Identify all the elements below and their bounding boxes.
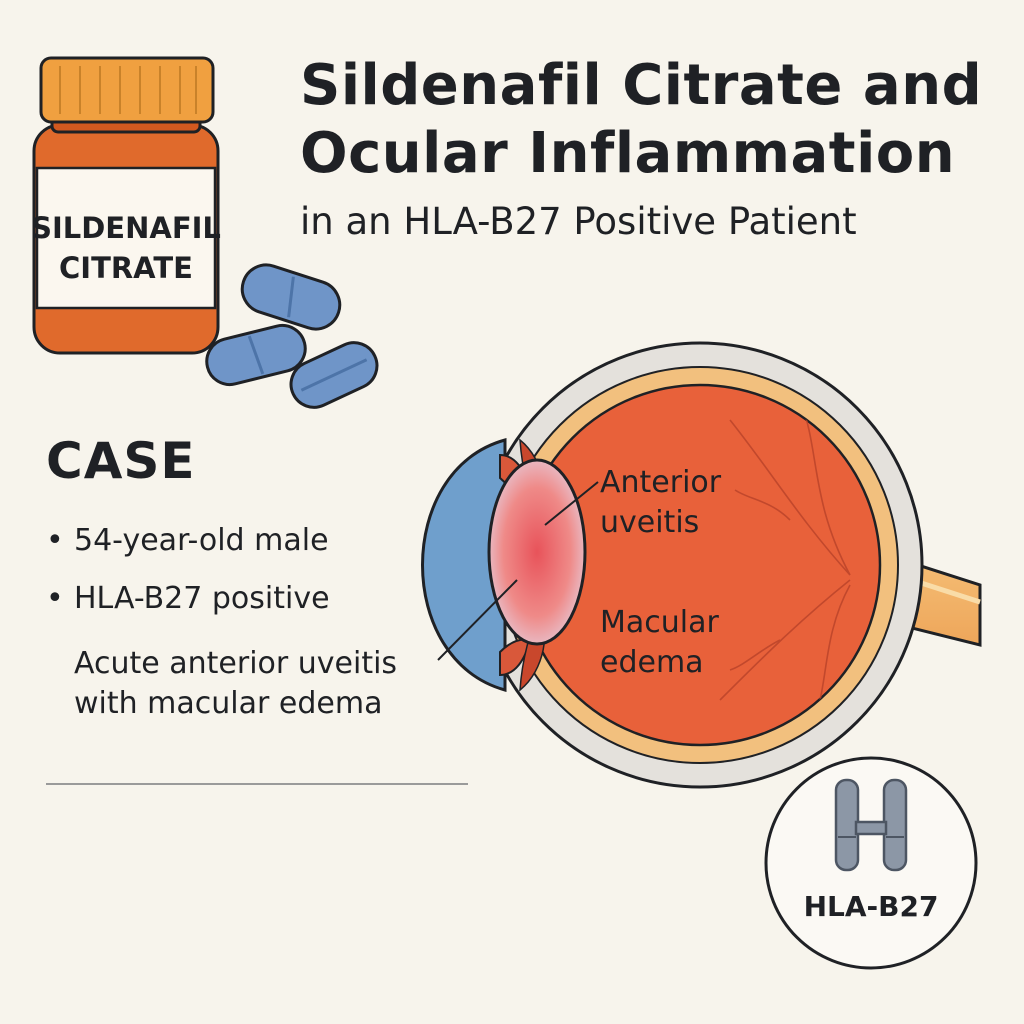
case-heading: CASE [46, 432, 196, 490]
title-line-1: Sildenafil Citrate and [300, 53, 983, 118]
eye-diagram: Anterior uveitis Macular edema [421, 341, 982, 789]
case-list: • 54-year-old male • HLA-B27 positive [46, 522, 330, 638]
label-anterior-line-1: Anterior [600, 465, 722, 500]
hla-b27-label: HLA-B27 [804, 890, 939, 923]
case-item: • HLA-B27 positive [46, 580, 330, 638]
pill-icon [240, 263, 342, 331]
pill-icon [289, 341, 379, 409]
anterior-uveitis-callout [544, 481, 599, 526]
hla-b27-chromosome-icon [834, 778, 908, 872]
bottle-label-line-2: CITRATE [59, 251, 193, 285]
label-macular-line-1: Macular [600, 605, 719, 640]
case-note: Acute anterior uveitis with macular edem… [74, 646, 398, 721]
pill-bottle-icon: SILDENAFIL CITRATE [31, 56, 221, 355]
title-block: Sildenafil Citrate and Ocular Inflammati… [300, 52, 1000, 244]
label-macular-line-2: edema [600, 645, 704, 680]
case-note-callout [437, 579, 518, 661]
label-anterior-line-2: uveitis [600, 505, 699, 540]
retinal-vessels [719, 399, 851, 731]
subtitle: in an HLA-B27 Positive Patient [300, 200, 857, 243]
case-item-text: 54-year-old male [74, 523, 329, 558]
lens [487, 458, 587, 646]
divider [46, 783, 468, 785]
bullet-icon: • [46, 581, 64, 616]
pill-icon [205, 323, 307, 387]
bottle-label-line-1: SILDENAFIL [31, 211, 221, 245]
cornea [421, 438, 507, 692]
hla-b27-badge: HLA-B27 [764, 756, 978, 970]
bullet-icon: • [46, 523, 64, 558]
title-line-2: Ocular Inflammation [300, 121, 956, 186]
case-item-text: HLA-B27 positive [74, 581, 330, 616]
case-item: • 54-year-old male [46, 522, 330, 580]
